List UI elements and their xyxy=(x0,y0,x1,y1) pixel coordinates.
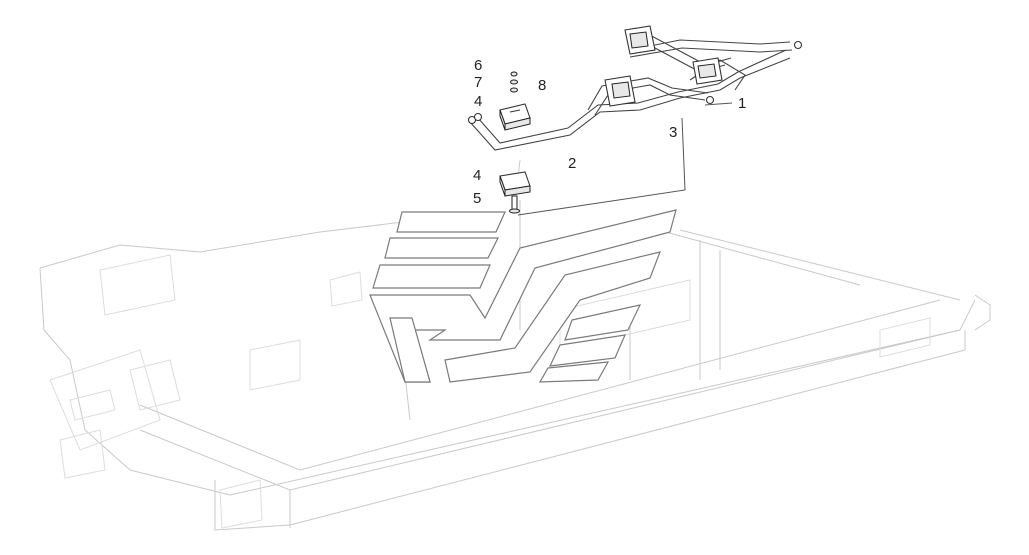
bolt xyxy=(509,195,520,214)
chassis-frame-ghost xyxy=(39,159,991,531)
callout-labels: 1 2 3 4 4 5 6 7 8 xyxy=(473,57,746,207)
callout-4-lower: 4 xyxy=(473,167,481,184)
callout-1: 1 xyxy=(738,95,746,112)
callout-6: 6 xyxy=(474,57,482,74)
washer-nut-stack xyxy=(510,71,518,93)
hose-clamps xyxy=(604,25,723,107)
mount-block-upper xyxy=(499,103,531,131)
leader-lines xyxy=(517,102,733,216)
callout-3: 3 xyxy=(669,124,677,141)
callout-5: 5 xyxy=(473,190,481,207)
callout-4-upper: 4 xyxy=(474,93,482,110)
watermark-logo-icon xyxy=(369,209,677,383)
callout-2: 2 xyxy=(568,155,576,172)
mount-block-lower xyxy=(499,171,531,197)
callout-7: 7 xyxy=(474,74,482,91)
callout-8: 8 xyxy=(538,77,546,94)
